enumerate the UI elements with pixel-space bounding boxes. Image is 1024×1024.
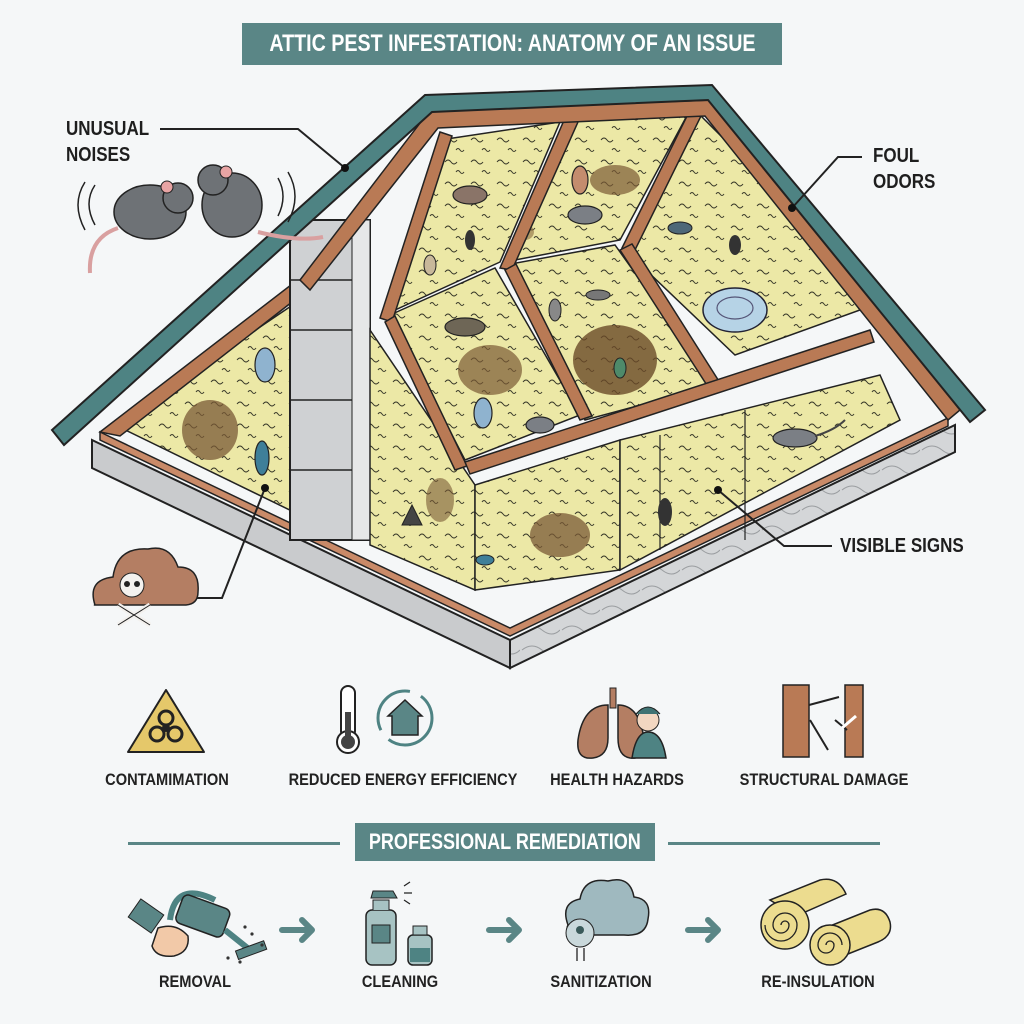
chimney bbox=[289, 219, 371, 541]
insulation-roll-icon bbox=[760, 878, 892, 966]
callout-unusual-noises: UNUSUAL NOISES bbox=[66, 116, 149, 168]
callout-foul-odors: FOUL ODORS bbox=[873, 143, 935, 195]
callout-dots bbox=[261, 164, 796, 494]
divider-right bbox=[668, 842, 880, 845]
divider-left bbox=[128, 842, 340, 845]
callout-line: FOUL bbox=[873, 145, 920, 167]
callout-line: ODORS bbox=[873, 171, 936, 193]
rafters bbox=[379, 109, 875, 475]
thermometer-house-icon bbox=[336, 685, 434, 754]
title-banner: ATTIC PEST INFESTATION: ANATOMY OF AN IS… bbox=[242, 23, 782, 65]
skull-cloud-icon bbox=[92, 547, 199, 628]
roof-trim bbox=[50, 83, 987, 447]
step-cleaning: CLEANING bbox=[361, 972, 439, 991]
callout-line: NOISES bbox=[66, 144, 131, 166]
rats-icon bbox=[77, 164, 324, 274]
page-title: ATTIC PEST INFESTATION: ANATOMY OF AN IS… bbox=[268, 30, 756, 57]
callout-line: UNUSUAL bbox=[66, 118, 150, 140]
floor-slab bbox=[91, 416, 956, 670]
impact-energy-efficiency: REDUCED ENERGY EFFICIENCY bbox=[288, 770, 518, 789]
vacuum-icon bbox=[127, 890, 268, 964]
impact-contamination: CONTAMIMATION bbox=[105, 770, 229, 789]
remediation-heading: PROFESSIONAL REMEDIATION bbox=[369, 829, 641, 854]
step-re-insulation: RE-INSULATION bbox=[761, 972, 875, 991]
callout-visible-signs: VISIBLE SIGNS bbox=[840, 535, 964, 557]
arrow-right-icon bbox=[279, 917, 721, 943]
spray-bottle-icon bbox=[365, 881, 433, 966]
step-sanitization: SANITIZATION bbox=[550, 972, 652, 991]
broken-beam-icon bbox=[782, 684, 864, 758]
step-removal: REMOVAL bbox=[158, 972, 232, 991]
fog-cloud-icon bbox=[565, 879, 650, 961]
impact-structural-damage: STRUCTURAL DAMAGE bbox=[739, 770, 909, 789]
impact-health-hazards: HEALTH HAZARDS bbox=[550, 770, 684, 789]
remediation-banner: PROFESSIONAL REMEDIATION bbox=[355, 823, 655, 861]
biohazard-icon bbox=[127, 689, 205, 753]
lungs-person-icon bbox=[577, 687, 667, 759]
callout-leaders bbox=[160, 128, 862, 599]
front-insulation-block bbox=[369, 327, 901, 592]
